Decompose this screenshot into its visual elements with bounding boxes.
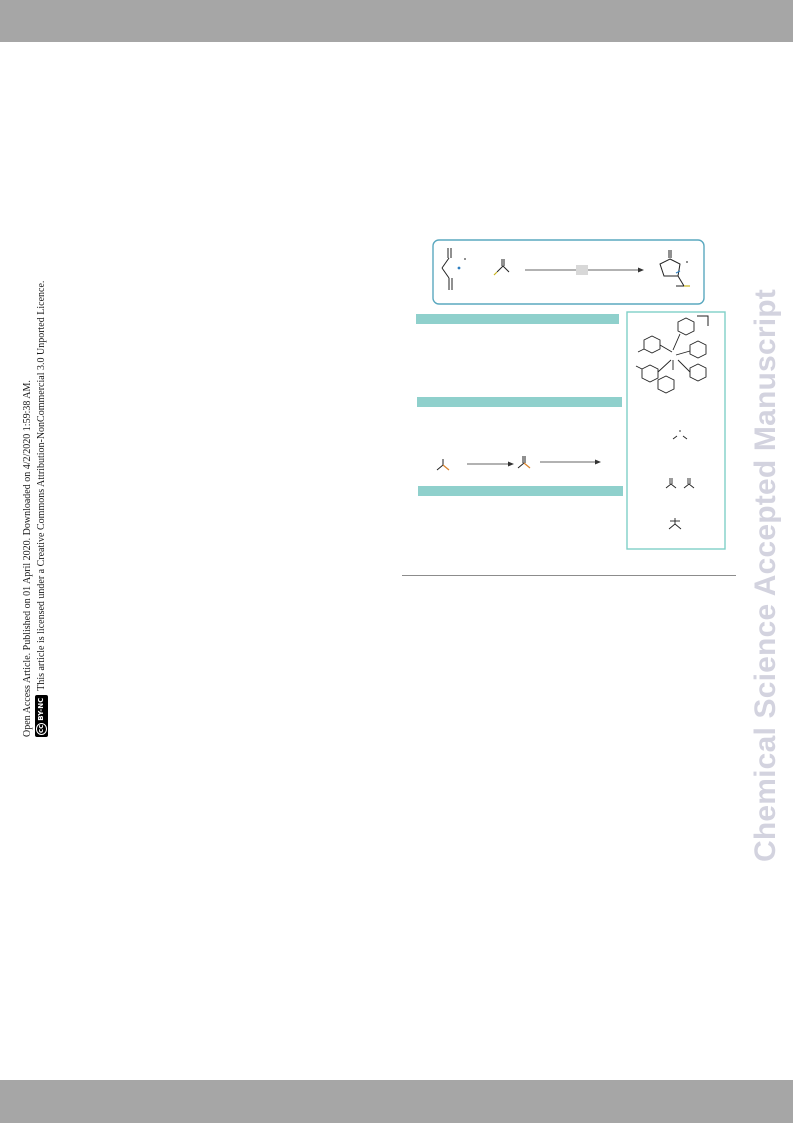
license-line[interactable]: This article is licensed under a Creativ…	[36, 280, 47, 691]
panel-structure-2	[665, 478, 695, 489]
watermark: Chemical Science Accepted Manuscript	[749, 289, 782, 862]
condition-band-3	[418, 486, 623, 496]
panel-structure-3	[668, 518, 682, 530]
sequence-structure-2	[517, 456, 526, 469]
substrate-structure	[441, 248, 466, 290]
panel-structure-1	[672, 430, 688, 440]
figure-divider	[402, 575, 736, 576]
header-bar	[0, 0, 793, 42]
publication-line: Open Access Article. Published on 01 Apr…	[22, 380, 33, 737]
reagent-structure	[496, 259, 510, 273]
sequence-structure-1	[436, 459, 444, 471]
license-badge-text: BY-NC	[37, 697, 46, 721]
iridium-complex-structure	[635, 317, 707, 394]
reaction-box	[432, 239, 705, 305]
n-atom-mark	[457, 266, 461, 270]
catalyst-placeholder	[576, 265, 588, 275]
catalyst-panel	[626, 311, 726, 550]
open-access-notice: Open Access Article. Published on 01 Apr…	[21, 197, 49, 737]
cc-license-badge[interactable]: ccBY-NC	[35, 694, 49, 737]
cc-icon: cc	[36, 722, 48, 735]
condition-band-2	[417, 397, 622, 407]
condition-band-1	[416, 314, 619, 324]
product-structure	[659, 250, 688, 287]
footer-bar	[0, 1080, 793, 1123]
